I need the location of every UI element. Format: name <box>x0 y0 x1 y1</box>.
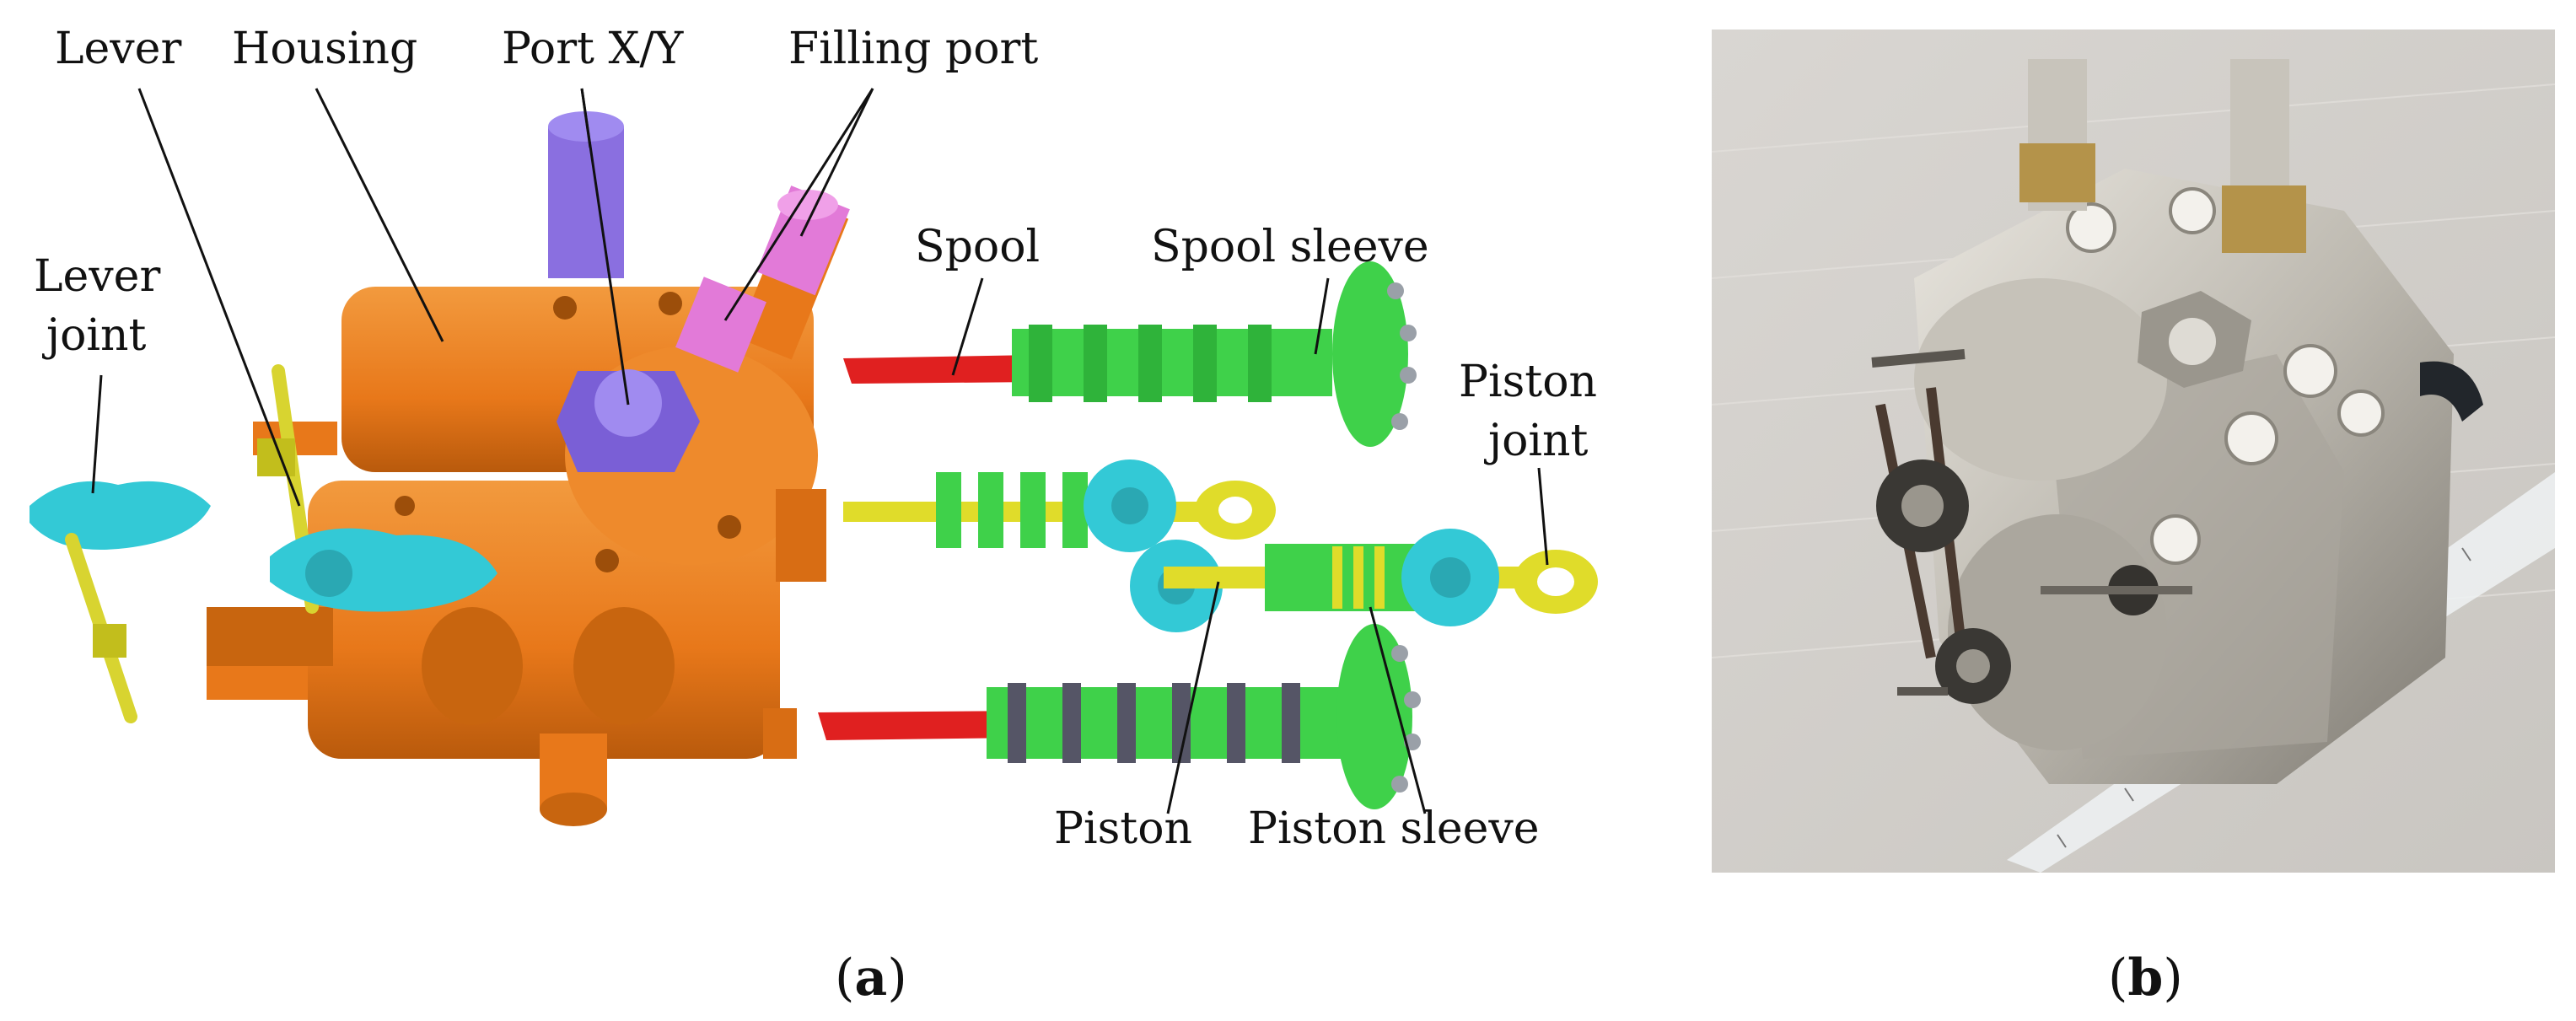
label-lever-joint-line2: joint <box>42 310 147 361</box>
valve-photo-body <box>1871 59 2483 784</box>
caption-b-letter: b <box>2127 948 2163 1008</box>
label-housing: Housing <box>232 24 417 74</box>
leader-lines <box>91 88 1549 814</box>
label-piston-joint-line1: Piston <box>1459 357 1597 407</box>
label-port-xy: Port X/Y <box>502 24 684 74</box>
svg-text:(a): (a) <box>835 948 907 1008</box>
label-filling-port: Filling port <box>788 24 1038 74</box>
caption-b-close: ) <box>2163 948 2182 1008</box>
filling-port-fittings <box>675 185 850 373</box>
label-piston-joint-line2: joint <box>1484 416 1589 466</box>
lever-joint-part <box>30 481 211 723</box>
lower-spool-assembly <box>818 624 1421 809</box>
port-xy-fittings <box>548 111 700 472</box>
caption-a: (a) <box>835 948 907 1008</box>
lever-part <box>257 364 497 614</box>
caption-a-open: ( <box>835 948 854 1008</box>
panel-a-diagram: Lever Housing Port X/Y Filling port Leve… <box>30 24 1598 854</box>
part-labels: Lever Housing Port X/Y Filling port Leve… <box>34 24 1597 854</box>
upper-spool-assembly <box>843 261 1417 447</box>
label-lever-joint-line1: Lever <box>34 251 160 302</box>
middle-piston-assembly <box>843 459 1276 552</box>
caption-b: (b) <box>2108 948 2183 1008</box>
label-lever: Lever <box>55 24 181 74</box>
caption-a-close: ) <box>887 948 906 1008</box>
lower-piston-assembly <box>1130 529 1598 632</box>
label-piston-sleeve: Piston sleeve <box>1248 803 1540 854</box>
panel-b-photo <box>1711 30 2556 873</box>
label-spool-sleeve: Spool sleeve <box>1151 222 1429 272</box>
svg-text:(b): (b) <box>2108 948 2183 1008</box>
label-spool: Spool <box>915 222 1040 272</box>
caption-b-open: ( <box>2108 948 2127 1008</box>
label-piston: Piston <box>1054 803 1192 854</box>
caption-a-letter: a <box>854 948 887 1008</box>
